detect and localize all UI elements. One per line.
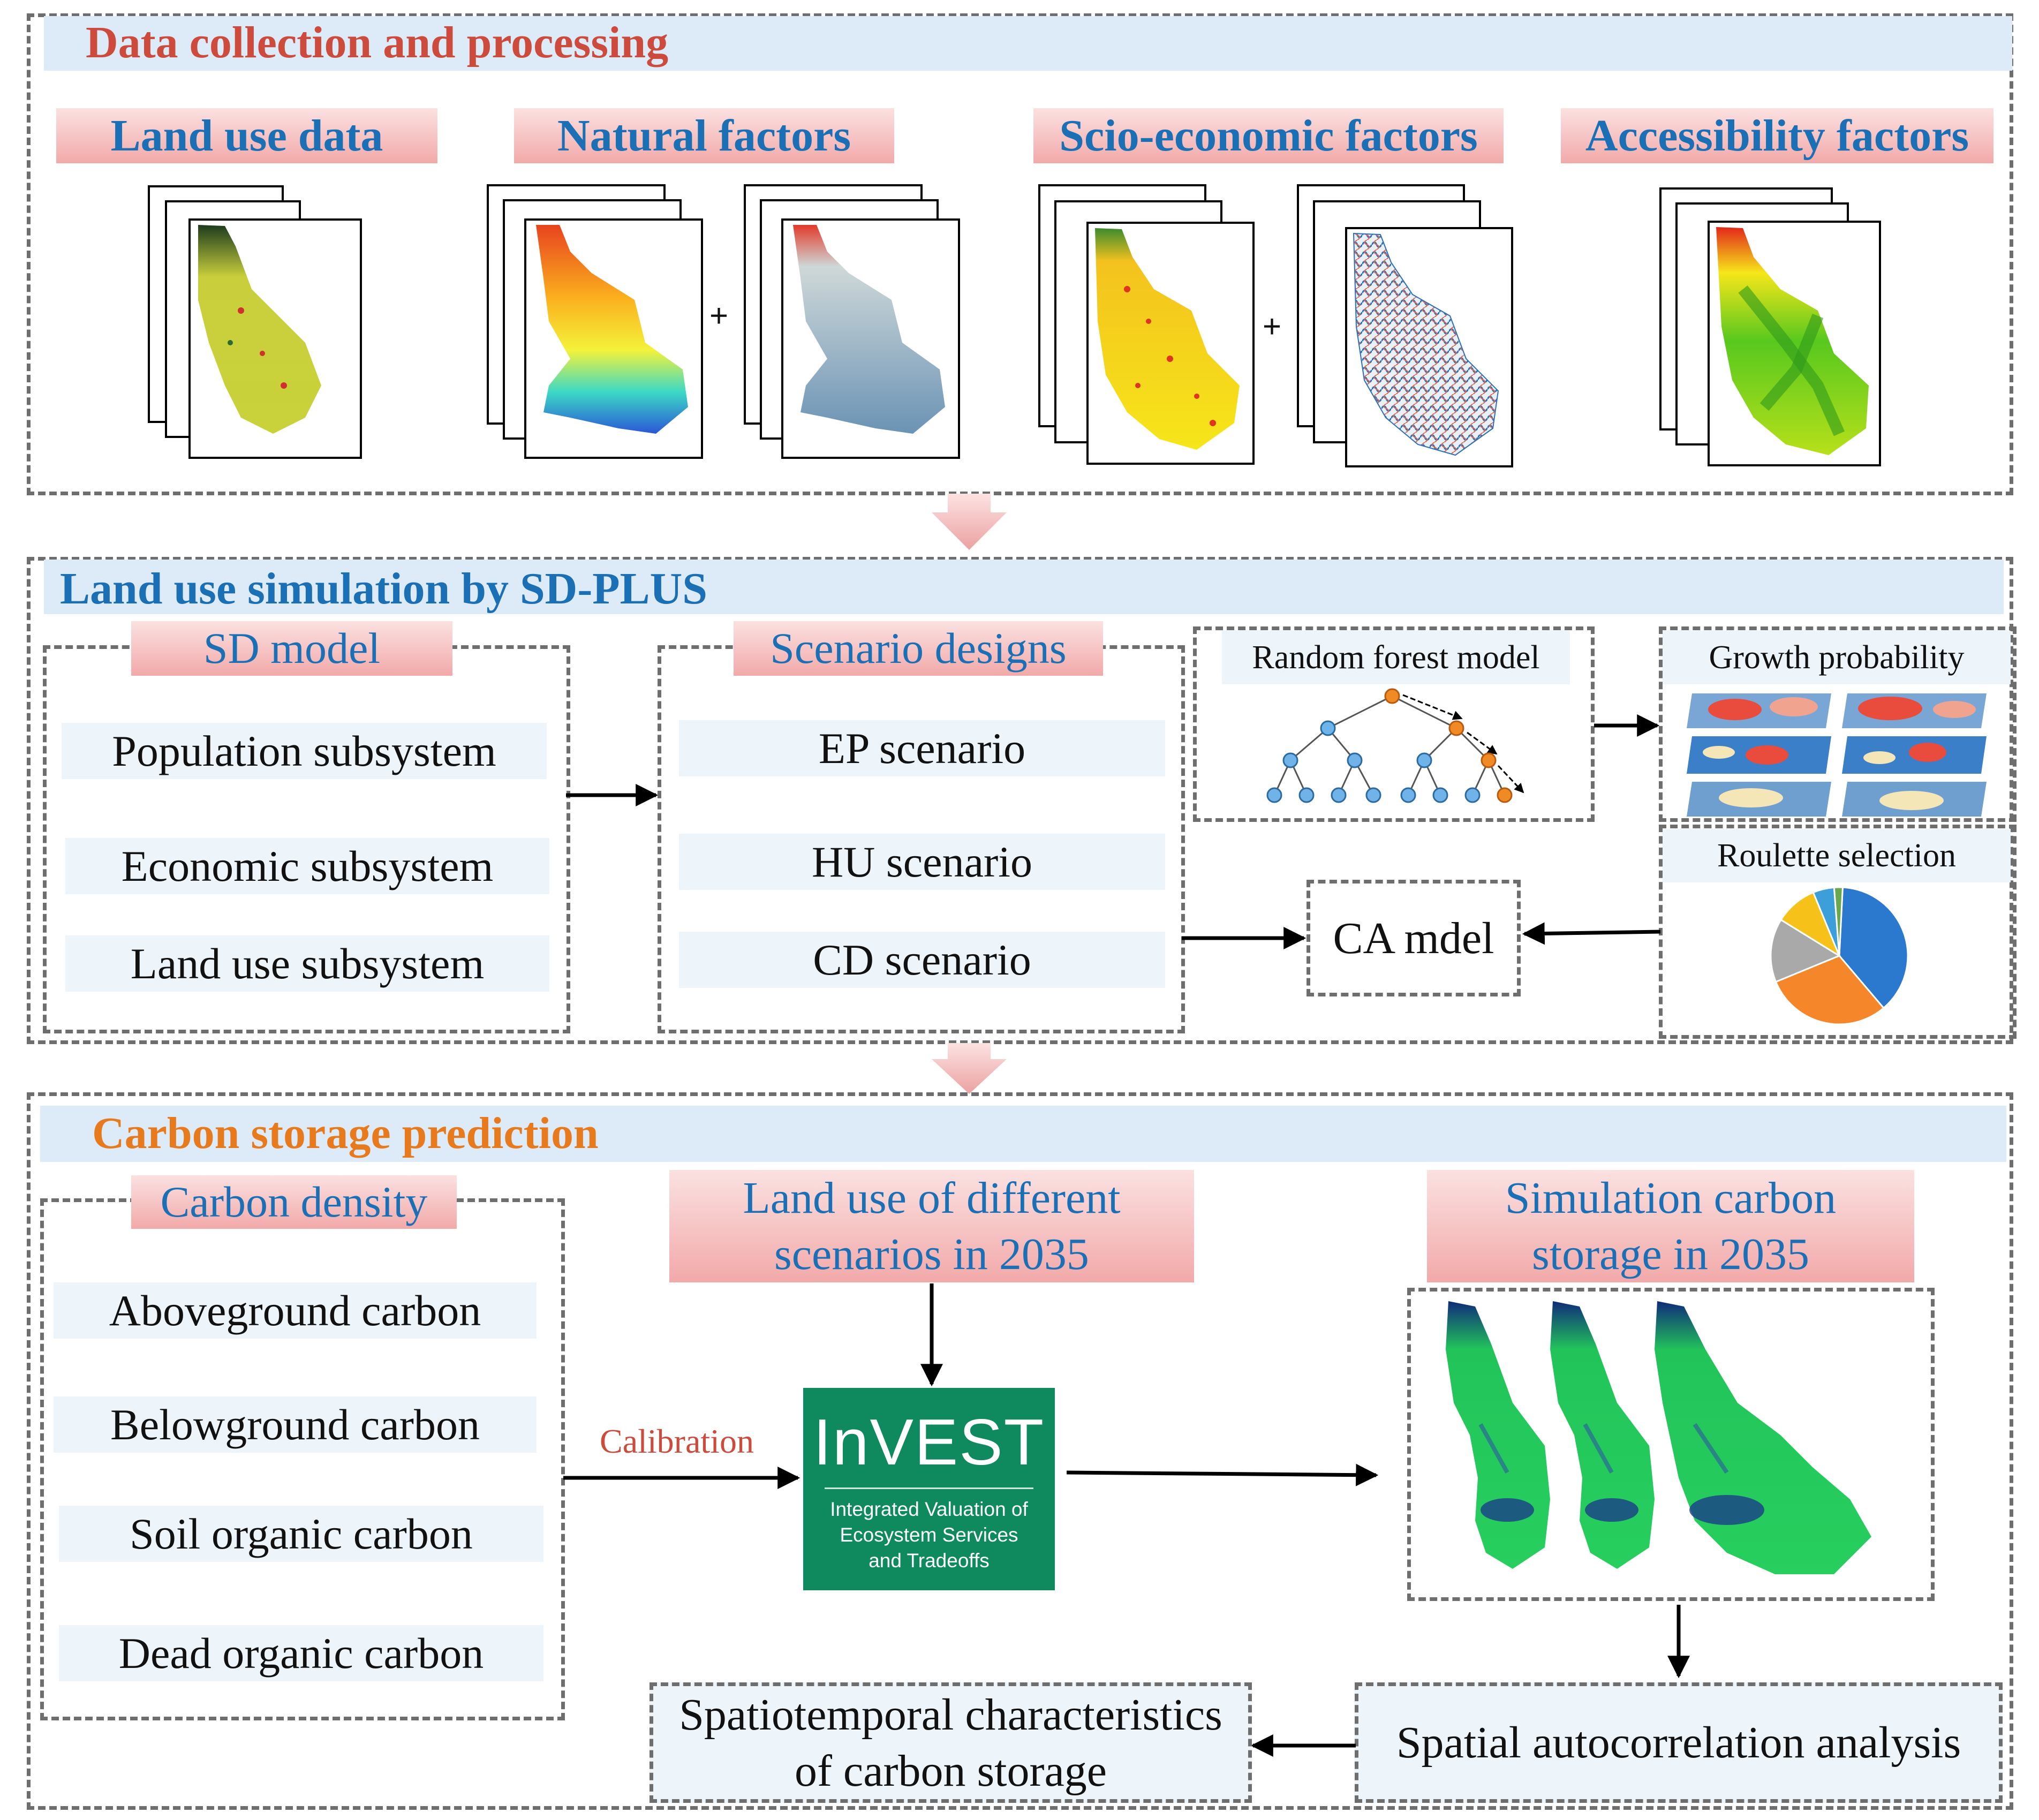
land-use-map-stack	[148, 185, 362, 459]
carbon-density-title: Carbon density	[131, 1175, 457, 1229]
aboveground-carbon: Aboveground carbon	[54, 1282, 537, 1339]
random-forest-box	[1193, 626, 1595, 822]
ep-scenario: EP scenario	[679, 720, 1165, 776]
decision-tree-icon	[1266, 688, 1524, 803]
carbon-section	[27, 1092, 2013, 1810]
pie-slice-5	[1833, 886, 1844, 956]
socio-economic-factors-label: Scio-economic factors	[1033, 108, 1504, 163]
invest-desc-line2: Ecosystem Services	[840, 1524, 1018, 1546]
arrow-autocorrelation-to-spatiotemporal	[1250, 1734, 1356, 1757]
arrow-sd-to-scenarios	[566, 784, 659, 806]
arrow-simulation-to-autocorrelation	[1667, 1605, 1690, 1679]
land-use-scenarios-label: Land use of different scenarios in 2035	[669, 1170, 1194, 1282]
section-title-band	[44, 560, 2004, 614]
plus-sign-natural: +	[709, 298, 729, 334]
population-subsystem: Population subsystem	[62, 723, 547, 779]
arrow-landuse-to-invest	[920, 1283, 943, 1387]
pie-slice-1	[1774, 955, 1885, 1025]
roulette-selection-label: Roulette selection	[1663, 829, 2011, 882]
arrow-roulette-to-ca	[1522, 922, 1661, 945]
growth-probability-layers-icon	[1687, 693, 1987, 817]
accessibility-map-stack	[1659, 187, 1881, 466]
invest-desc-line3: and Tradeoffs	[869, 1550, 990, 1572]
pie-slice-3	[1779, 891, 1841, 958]
scenario-designs-title: Scenario designs	[734, 621, 1103, 676]
invest-divider	[825, 1487, 1033, 1489]
simulation-carbon-maps	[1446, 1301, 1871, 1574]
flow-arrow-down-1	[932, 494, 1007, 550]
invest-logo: InVEST Integrated Valuation of Ecosystem…	[803, 1388, 1055, 1590]
data-section-title: Data collection and processing	[86, 18, 669, 67]
roulette-selection-box	[1659, 825, 2017, 1039]
hu-scenario: HU scenario	[679, 834, 1165, 890]
spatial-autocorrelation-box: Spatial autocorrelation analysis	[1355, 1682, 2003, 1803]
calibration-label: Calibration	[600, 1422, 754, 1460]
plus-sign-socio: +	[1263, 308, 1282, 344]
invest-desc-line1: Integrated Valuation of	[830, 1498, 1028, 1520]
data-collection-section	[27, 13, 2013, 495]
invest-name: InVEST	[813, 1406, 1045, 1478]
sd-model-title: SD model	[131, 621, 452, 676]
arrow-carbon-to-invest	[563, 1467, 801, 1489]
simulation-maps-box	[1407, 1288, 1935, 1601]
socio-economic-density-map-stack	[1038, 184, 1255, 465]
natural-factors-label: Natural factors	[514, 108, 894, 163]
land-use-data-label: Land use data	[56, 108, 437, 163]
arrow-invest-to-simulation	[1066, 1463, 1379, 1486]
section-title-band	[40, 1106, 2006, 1162]
arrow-scenarios-to-ca	[1182, 927, 1307, 949]
growth-probability-box	[1659, 626, 2017, 822]
natural-terrain-map-stack	[744, 184, 960, 459]
pie-slice-0	[1838, 886, 1909, 1009]
natural-elevation-map-stack	[487, 184, 703, 459]
simulation-carbon-label: Simulation carbon storage in 2035	[1427, 1170, 1914, 1282]
socio-economic-network-map-stack	[1297, 184, 1513, 467]
belowground-carbon: Belowground carbon	[54, 1396, 537, 1453]
economic-subsystem: Economic subsystem	[65, 838, 549, 894]
growth-probability-label: Growth probability	[1663, 631, 2011, 684]
carbon-section-title: Carbon storage prediction	[92, 1108, 599, 1158]
cd-scenario: CD scenario	[679, 932, 1165, 988]
soil-organic-carbon: Soil organic carbon	[59, 1506, 543, 1562]
ca-model-box: CA mdel	[1307, 880, 1521, 996]
roulette-pie-chart	[1770, 886, 1909, 1025]
section-title-band	[44, 16, 2012, 71]
flow-arrow-down-2	[932, 1043, 1007, 1094]
arrow-rf-to-growth	[1594, 714, 1660, 737]
simulation-section	[27, 557, 2013, 1044]
random-forest-label: Random forest model	[1222, 631, 1570, 684]
dead-organic-carbon: Dead organic carbon	[59, 1625, 543, 1681]
simulation-section-title: Land use simulation by SD-PLUS	[60, 564, 708, 614]
pie-slice-2	[1770, 918, 1841, 983]
spatiotemporal-characteristics-box: Spatiotemporal characteristics of carbon…	[650, 1682, 1252, 1803]
accessibility-factors-label: Accessibility factors	[1561, 108, 1993, 163]
land-use-subsystem: Land use subsystem	[65, 935, 549, 992]
